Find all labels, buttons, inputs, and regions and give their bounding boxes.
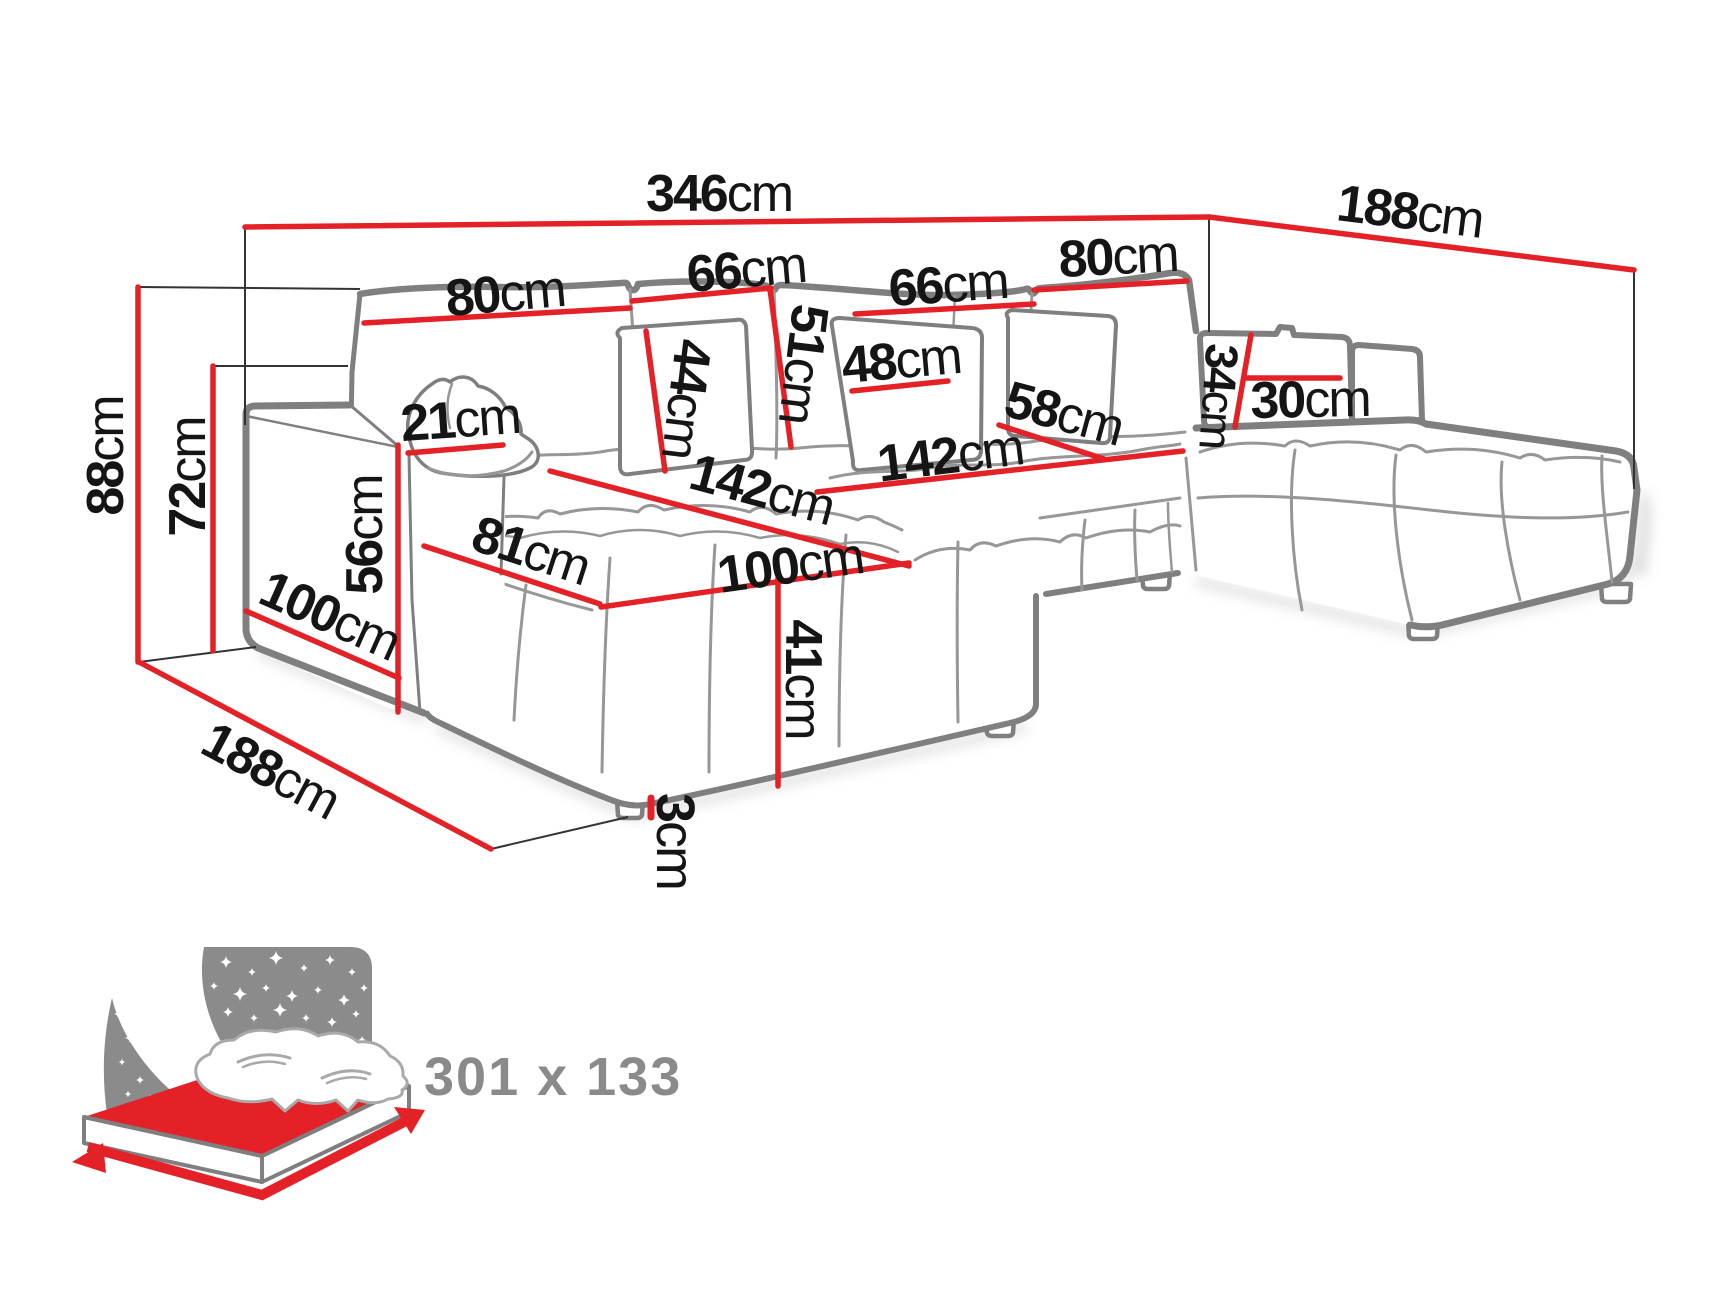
- svg-text:88cm: 88cm: [77, 396, 135, 515]
- svg-text:44cm: 44cm: [650, 336, 722, 461]
- svg-text:301 x 133: 301 x 133: [424, 1047, 682, 1107]
- svg-text:72cm: 72cm: [159, 417, 217, 536]
- svg-text:3cm: 3cm: [645, 793, 705, 889]
- svg-text:30cm: 30cm: [1250, 370, 1370, 430]
- svg-text:66cm: 66cm: [887, 252, 1010, 318]
- svg-text:21cm: 21cm: [399, 387, 522, 453]
- svg-text:41cm: 41cm: [774, 619, 832, 738]
- svg-text:346cm: 346cm: [646, 165, 792, 223]
- svg-text:51cm: 51cm: [767, 301, 839, 426]
- svg-text:80cm: 80cm: [1057, 225, 1179, 289]
- svg-text:142cm: 142cm: [874, 418, 1026, 493]
- svg-text:56cm: 56cm: [336, 475, 394, 594]
- svg-text:80cm: 80cm: [443, 260, 567, 328]
- svg-text:48cm: 48cm: [839, 327, 963, 395]
- svg-text:66cm: 66cm: [684, 236, 808, 304]
- svg-text:34cm: 34cm: [1189, 342, 1248, 450]
- svg-text:100cm: 100cm: [714, 527, 867, 605]
- svg-text:188cm: 188cm: [1334, 174, 1486, 249]
